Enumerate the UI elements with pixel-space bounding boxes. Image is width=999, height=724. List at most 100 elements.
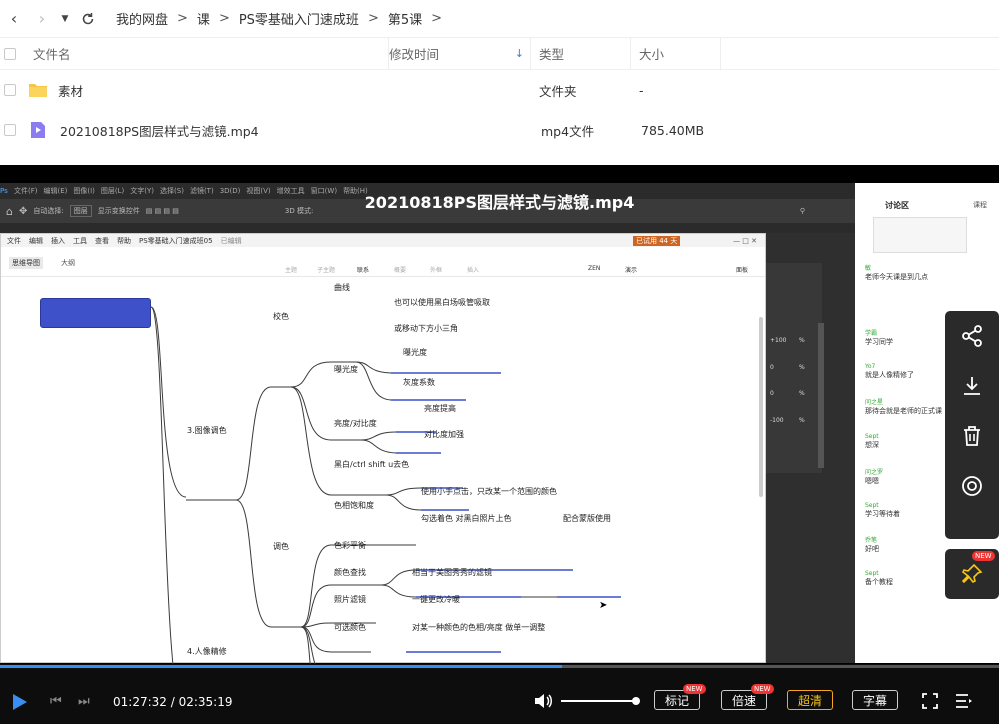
share-button[interactable] xyxy=(945,311,999,361)
mindmap-node: 一键更改冷暖 xyxy=(412,595,460,604)
column-modified-label: 修改时间 xyxy=(389,47,440,62)
caret-down-icon: ▼ xyxy=(61,13,69,24)
table-row[interactable]: 素材 文件夹 - xyxy=(0,70,999,110)
chat-text: 备个教程 xyxy=(865,578,893,586)
pip-button[interactable] xyxy=(930,191,941,202)
mindmap-canvas: 曲线 也可以使用黑白场吸管吸取 或移动下方小三角 校色 曝光度 曝光度 灰度系数… xyxy=(1,277,765,664)
speed-button[interactable]: 倍速 xyxy=(721,690,767,710)
column-type[interactable]: 类型 xyxy=(531,37,631,70)
delete-button[interactable] xyxy=(945,411,999,461)
mm-tool-topic: 主题 xyxy=(285,267,298,274)
play-button[interactable] xyxy=(12,693,28,714)
mm-menu-item: 编辑 xyxy=(29,236,43,245)
next-button[interactable]: ⏭ xyxy=(78,694,90,709)
ps-value: 0 xyxy=(770,390,774,397)
mindmap-node: 颜色查找 xyxy=(334,568,366,577)
download-button[interactable] xyxy=(945,361,999,411)
previous-button[interactable]: ⏮ xyxy=(50,694,62,709)
breadcrumb-separator: > xyxy=(367,11,379,26)
ps-value: +100 xyxy=(770,337,787,344)
row-checkbox[interactable] xyxy=(4,124,16,136)
playlist-button[interactable] xyxy=(955,693,973,712)
new-badge: NEW xyxy=(972,551,995,561)
table-row[interactable]: 20210818PS图层样式与滤镜.mp4 mp4文件 785.40MB xyxy=(0,110,999,150)
volume-slider[interactable] xyxy=(561,697,640,705)
file-name[interactable]: 素材 xyxy=(58,83,84,99)
select-all-checkbox[interactable] xyxy=(4,47,16,60)
chat-user: Sept xyxy=(865,502,879,509)
time-current: 01:27:32 xyxy=(113,695,167,709)
new-badge: NEW xyxy=(751,684,774,694)
breadcrumb-item[interactable]: 我的网盘 xyxy=(116,13,169,28)
mindmap-node: 照片滤镜 xyxy=(334,595,366,604)
progress-fill xyxy=(0,665,563,668)
breadcrumb-item[interactable]: PS零基础入门速成班 xyxy=(238,13,359,28)
side-actions xyxy=(945,311,999,539)
folder-icon xyxy=(29,84,47,97)
row-checkbox[interactable] xyxy=(4,84,16,96)
forward-button[interactable]: › xyxy=(28,0,56,38)
progress-track[interactable] xyxy=(0,665,999,668)
pin-icon xyxy=(961,563,983,584)
column-size[interactable]: 大小 xyxy=(631,37,721,70)
mindmap-node: 3.图像调色 xyxy=(187,426,227,435)
mm-tool-subtopic: 子主题 xyxy=(317,267,336,274)
chat-message: 学霸学习同学 xyxy=(865,328,893,347)
mindmap-window: 文件 编辑 插入 工具 查看 帮助 PS零基础入门速成班05 已编辑 已试用 4… xyxy=(0,233,766,664)
chat-message: 敏老师今天课是到几点 xyxy=(865,263,928,282)
ps-menu-item: 图层(L) xyxy=(100,187,125,195)
mindmap-node: 配合蒙版使用 xyxy=(563,514,611,523)
time-total: 02:35:19 xyxy=(178,695,233,709)
volume-fill xyxy=(561,700,637,702)
share-icon xyxy=(962,325,982,347)
chevron-right-icon: › xyxy=(38,9,46,28)
mindmap-node: 色彩平衡 xyxy=(334,541,366,550)
pin-button[interactable]: NEW xyxy=(945,549,999,599)
volume-knob[interactable] xyxy=(632,697,640,705)
volume-button[interactable] xyxy=(533,692,553,713)
column-name[interactable]: 文件名 xyxy=(33,37,389,70)
mindmap-node: 校色 xyxy=(273,312,289,321)
mindmap-node: 或移动下方小三角 xyxy=(394,324,458,333)
file-size: - xyxy=(639,82,644,98)
breadcrumb-item[interactable]: 第5课 xyxy=(387,13,423,28)
file-type: mp4文件 xyxy=(541,123,595,139)
fullscreen-button[interactable] xyxy=(922,693,938,712)
mm-trial-badge: 已试用 44 天 xyxy=(633,235,681,246)
column-modified[interactable]: 修改时间 ↓ xyxy=(389,37,531,70)
ps-menu-item: 文字(Y) xyxy=(130,187,155,195)
mm-tool-relation: 联系 xyxy=(357,267,370,274)
refresh-button[interactable] xyxy=(74,0,102,38)
mm-tool-summary: 概要 xyxy=(394,267,407,274)
mindmap-node: 4.人像精修 xyxy=(187,647,227,656)
mark-button[interactable]: 标记 xyxy=(654,690,700,710)
breadcrumb-item[interactable]: 课 xyxy=(196,13,210,28)
video-player[interactable]: Ps 文件(F) 编辑(E) 图像(I) 图层(L) 文字(Y) 选择(S) 滤… xyxy=(0,165,999,724)
row-checkbox-cell xyxy=(0,84,28,96)
breadcrumb-separator: > xyxy=(431,11,443,26)
ps-layer-select: 图层 xyxy=(69,205,92,217)
close-video-button[interactable]: ✕ xyxy=(968,182,984,203)
ps-value: 0 xyxy=(770,364,774,371)
history-dropdown-button[interactable]: ▼ xyxy=(56,0,74,38)
preview-button[interactable] xyxy=(945,461,999,511)
file-name[interactable]: 20210818PS图层样式与滤镜.mp4 xyxy=(60,123,259,139)
skip-forward-icon: ⏭ xyxy=(78,694,90,709)
column-type-label: 类型 xyxy=(539,47,565,62)
breadcrumb-separator: > xyxy=(177,11,188,26)
mm-tab-mindmap: 思维导图 xyxy=(9,257,43,269)
quality-button[interactable]: 超清 xyxy=(787,690,833,710)
volume-icon xyxy=(535,694,552,708)
mm-window-controls: — □ ✕ xyxy=(733,236,757,245)
mindmap-node: 勾选着色 对黑白照片上色 xyxy=(421,514,512,523)
mm-saved-status: 已编辑 xyxy=(220,236,242,245)
mm-tool-zen: ZEN xyxy=(588,265,601,272)
fullscreen-icon xyxy=(922,693,938,709)
mm-doc-name: PS零基础入门速成班05 xyxy=(139,236,213,245)
subtitle-button[interactable]: 字幕 xyxy=(852,690,898,710)
back-button[interactable]: ‹ xyxy=(0,0,28,38)
mindmap-root-node xyxy=(40,298,151,328)
